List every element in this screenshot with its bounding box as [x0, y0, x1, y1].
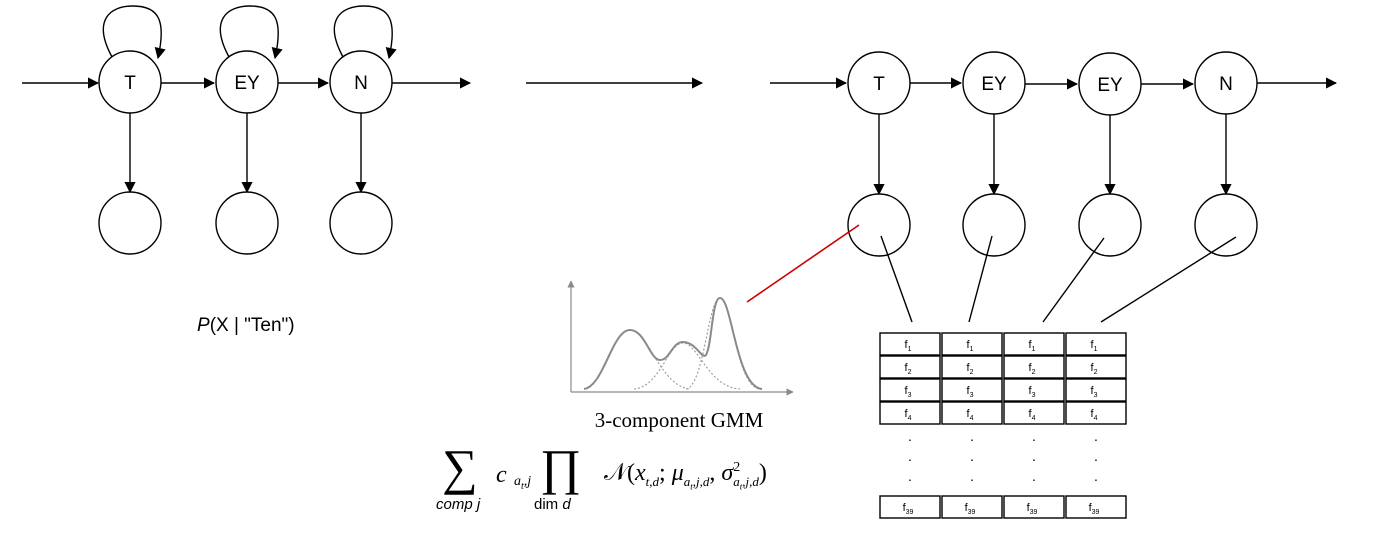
- right-observation-3: [1078, 193, 1142, 257]
- normal-density: 𝒩(xt,d; μat,j,d, σ2at,j,d): [604, 460, 767, 492]
- feature-cell-c4-r4-label: f4: [1091, 408, 1098, 422]
- right-state-n-label: N: [1219, 74, 1233, 95]
- obs-feature-connector-1: [880, 235, 913, 323]
- left-observation-2: [215, 191, 279, 255]
- feature-cell-c4-r2: [1065, 355, 1127, 379]
- feature-cell-c4-r4: [1065, 401, 1127, 425]
- feature-columns: f1 f2 f3 f4... f39 f1 f2 f3 f4... f39 f1 f2 f3 f4... f…: [879, 332, 1127, 519]
- gmm-mixture-curve: [583, 296, 763, 390]
- feature-ellipsis-c2-3: .: [970, 468, 974, 484]
- right-state-ey-2-label: EY: [1097, 75, 1123, 96]
- gmm-highlight-line: [746, 224, 860, 303]
- product-subscript: dim d: [534, 496, 571, 513]
- feature-cell-c1-r3-label: f3: [905, 385, 912, 399]
- feature-cell-c1-r1-label: f1: [905, 339, 912, 353]
- feature-cell-c2-last: [941, 495, 1003, 519]
- feature-cell-c3-r4-label: f4: [1029, 408, 1036, 422]
- feature-cell-c4-last-label: f39: [1089, 502, 1100, 516]
- right-observation-2: [962, 193, 1026, 257]
- feature-cell-c2-r2-label: f2: [967, 362, 974, 376]
- feature-cell-c1-r2: [879, 355, 941, 379]
- feature-cell-c2-r4: [941, 401, 1003, 425]
- left-state-n-label: N: [354, 73, 368, 94]
- left-state-ey-label: EY: [234, 73, 260, 94]
- gmm-label: 3-component GMM: [595, 408, 764, 432]
- feature-cell-c1-r4-label: f4: [905, 408, 912, 422]
- feature-cell-c2-r1: [941, 332, 1003, 356]
- feature-cell-c1-r3: [879, 378, 941, 402]
- feature-cell-c1-r2-label: f2: [905, 362, 912, 376]
- feature-cell-c3-r2-label: f2: [1029, 362, 1036, 376]
- feature-cell-c1-r1: [879, 332, 941, 356]
- obs-feature-connector-4: [1100, 236, 1237, 323]
- product-symbol: ∏: [540, 439, 582, 495]
- feature-cell-c3-last-label: f39: [1027, 502, 1038, 516]
- right-state-ey-1-label: EY: [981, 74, 1007, 95]
- feature-ellipsis-c4-2: .: [1094, 448, 1098, 464]
- gmm-component-1: [585, 329, 691, 390]
- feature-ellipsis-c4-3: .: [1094, 468, 1098, 484]
- right-state-t-label: T: [873, 74, 885, 95]
- left-hmm-caption: P(X | "Ten"): [197, 315, 295, 336]
- feature-ellipsis-c1-3: .: [908, 468, 912, 484]
- feature-ellipsis-c3-2: .: [1032, 448, 1036, 464]
- left-state-t-label: T: [124, 73, 136, 94]
- caption-p: P: [197, 315, 210, 336]
- feature-cell-c4-r1-label: f1: [1091, 339, 1098, 353]
- feature-cell-c3-r3-label: f3: [1029, 385, 1036, 399]
- sum-symbol: ∑: [442, 439, 478, 495]
- feature-cell-c4-r1: [1065, 332, 1127, 356]
- left-self-loop-ey: [219, 5, 283, 60]
- left-self-loop-n: [333, 5, 397, 60]
- right-observation-4: [1194, 193, 1258, 257]
- feature-cell-c3-r2: [1003, 355, 1065, 379]
- feature-ellipsis-c3-3: .: [1032, 468, 1036, 484]
- feature-cell-c2-r3-label: f3: [967, 385, 974, 399]
- feature-cell-c2-last-label: f39: [965, 502, 976, 516]
- obs-feature-connector-3: [1042, 237, 1105, 323]
- feature-ellipsis-c1-2: .: [908, 448, 912, 464]
- gmm-plot: 3-component GMM: [567, 280, 794, 432]
- feature-cell-c3-r3: [1003, 378, 1065, 402]
- feature-cell-c1-last: [879, 495, 941, 519]
- left-hmm: T EY N P(X | "Ten"): [22, 5, 472, 336]
- gmm-likelihood-formula: ∑ comp j c at,j ∏ dim d 𝒩(xt,d; μat,j,d,…: [432, 442, 832, 528]
- feature-cell-c4-r3-label: f3: [1091, 385, 1098, 399]
- right-hmm: T EY EY N: [746, 51, 1338, 323]
- left-self-loop-t: [102, 5, 166, 60]
- feature-ellipsis-c4-1: .: [1094, 428, 1098, 444]
- feature-cell-c2-r3: [941, 378, 1003, 402]
- feature-ellipsis-c2-1: .: [970, 428, 974, 444]
- obs-feature-connector-2: [968, 235, 993, 323]
- feature-cell-c2-r2: [941, 355, 1003, 379]
- feature-cell-c4-last: [1065, 495, 1127, 519]
- left-observation-3: [329, 191, 393, 255]
- feature-cell-c3-last: [1003, 495, 1065, 519]
- feature-cell-c4-r3: [1065, 378, 1127, 402]
- caption-args: (X | "Ten"): [210, 315, 295, 336]
- feature-cell-c3-r1: [1003, 332, 1065, 356]
- mixture-weight: c: [496, 462, 507, 488]
- feature-cell-c1-r4: [879, 401, 941, 425]
- left-observation-1: [98, 191, 162, 255]
- feature-ellipsis-c1-1: .: [908, 428, 912, 444]
- feature-ellipsis-c2-2: .: [970, 448, 974, 464]
- feature-cell-c3-r4: [1003, 401, 1065, 425]
- right-observation-1: [847, 193, 911, 257]
- feature-ellipsis-c3-1: .: [1032, 428, 1036, 444]
- feature-cell-c2-r1-label: f1: [967, 339, 974, 353]
- feature-cell-c4-r2-label: f2: [1091, 362, 1098, 376]
- mixture-weight-subscript: at,j: [514, 474, 532, 492]
- gmm-component-3: [685, 297, 761, 390]
- feature-cell-c3-r1-label: f1: [1029, 339, 1036, 353]
- feature-cell-c1-last-label: f39: [903, 502, 914, 516]
- sum-subscript: comp j: [436, 496, 481, 513]
- feature-cell-c2-r4-label: f4: [967, 408, 974, 422]
